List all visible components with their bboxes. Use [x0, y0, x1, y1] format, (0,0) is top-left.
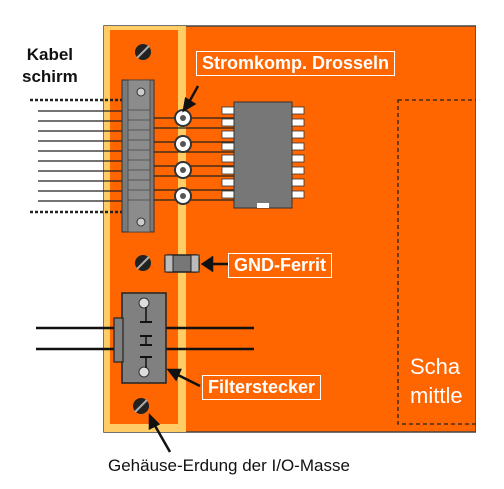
cable-connector	[121, 79, 155, 233]
choke-cores	[180, 115, 186, 199]
gnd-ferrite-label: GND-Ferrit	[228, 253, 333, 278]
filter-connector	[36, 292, 254, 384]
signal-traces	[154, 117, 236, 201]
screw-bottom	[133, 398, 149, 414]
cable-shield-label: Kabel schirm	[22, 45, 78, 86]
screw-mid	[135, 255, 151, 271]
annotation-arrows	[148, 85, 228, 453]
cable-wires	[38, 110, 124, 202]
common-mode-chokes-label: Stromkomp. Drosseln	[196, 51, 396, 76]
gnd-ferrite	[164, 254, 200, 273]
chassis-ground-caption: Gehäuse-Erdung der I/O-Masse	[108, 456, 350, 475]
screw-top	[135, 44, 151, 60]
partial-label: Scha mittle	[410, 354, 463, 408]
ic-chip	[221, 101, 305, 209]
filter-connector-label: Filterstecker	[202, 375, 322, 400]
